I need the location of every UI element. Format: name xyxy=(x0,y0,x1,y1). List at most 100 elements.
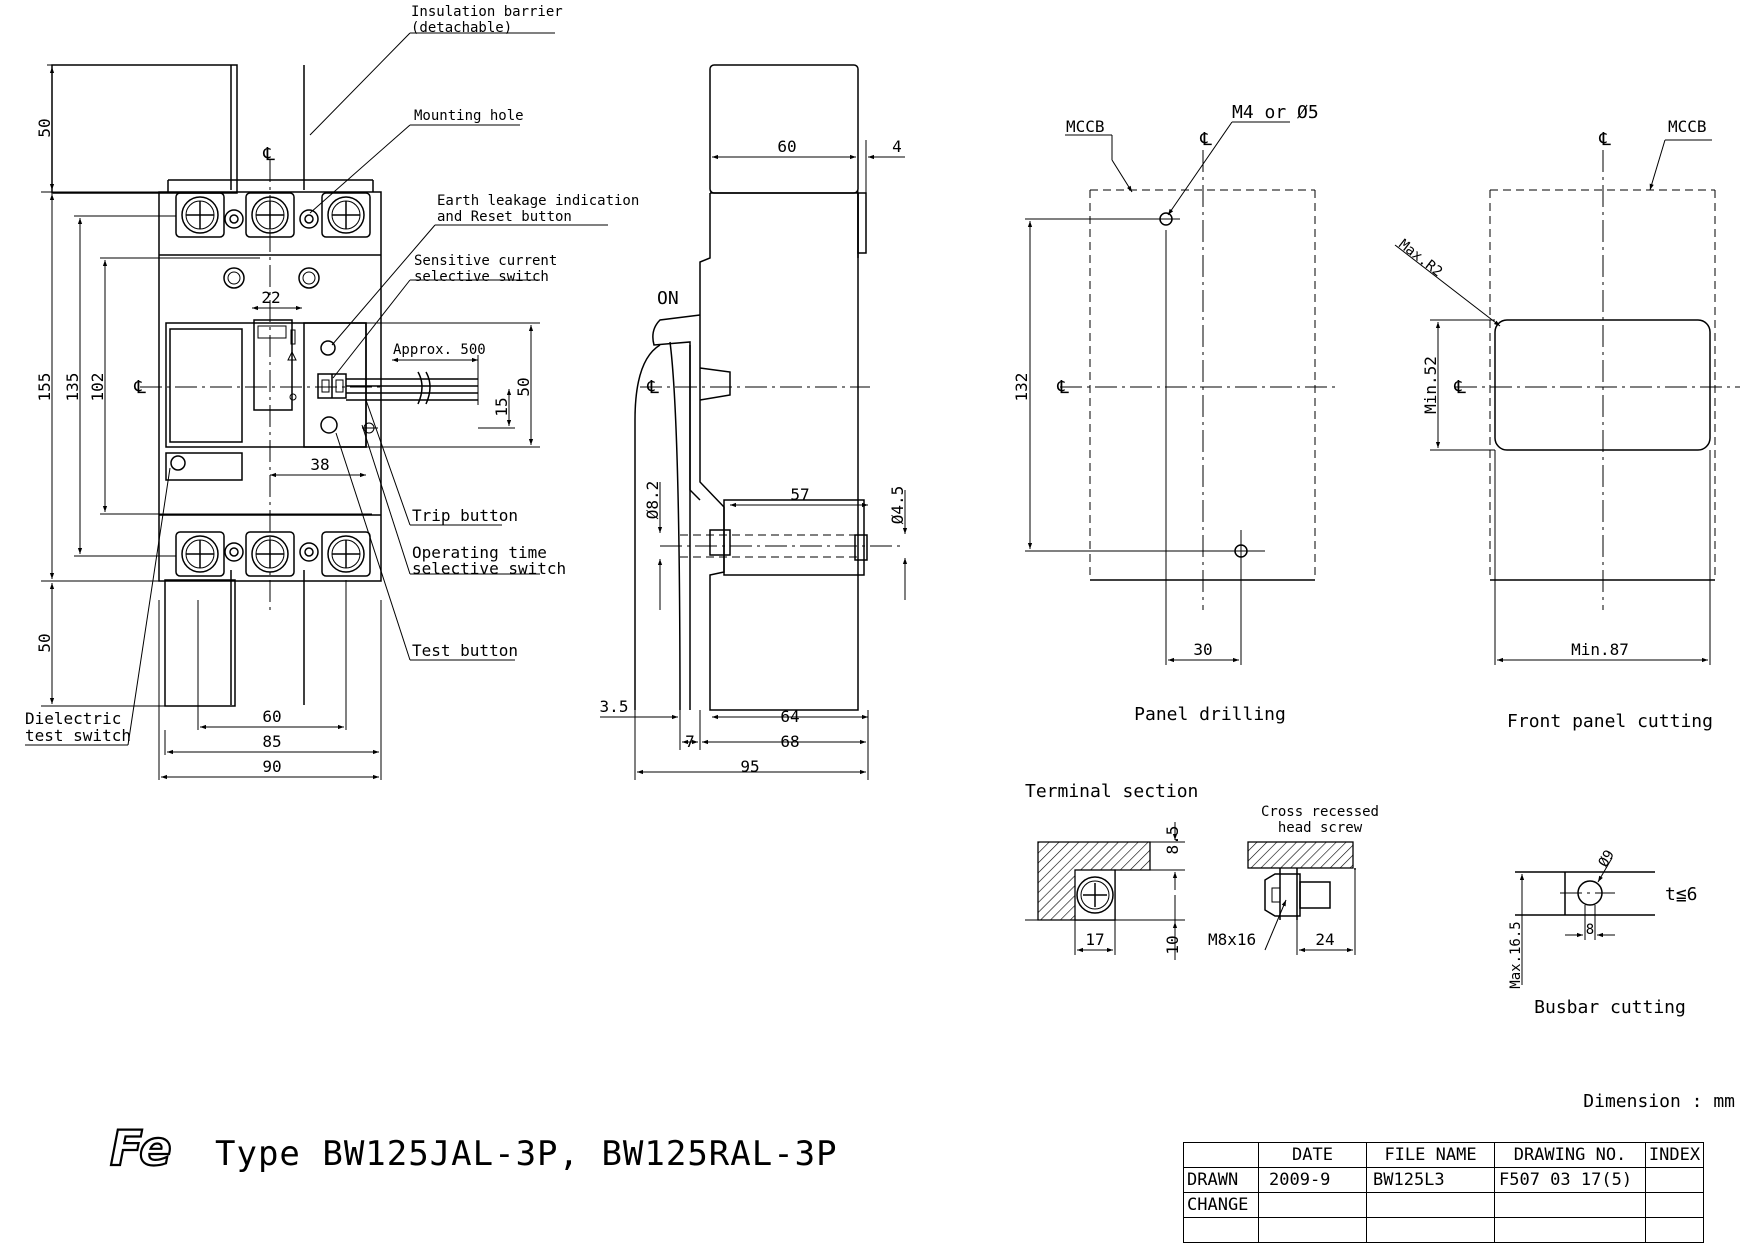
centerline-mark-cut-v: ℄ xyxy=(1598,129,1611,150)
label-earth-leakage: Earth leakage indication xyxy=(437,193,639,209)
label-m4: M4 or Ø5 xyxy=(1232,102,1319,123)
table-cell: 2009-9 xyxy=(1258,1167,1367,1193)
table-cell: DRAWN xyxy=(1183,1167,1259,1193)
label-panel-drilling: Panel drilling xyxy=(1134,704,1286,725)
dim-9: Ø9 xyxy=(1596,847,1618,870)
terminal-section: Terminal section 8.5 10 17 24 M8x16 Cros… xyxy=(1025,781,1379,960)
table-cell xyxy=(1494,1192,1646,1218)
terminal-screws-top xyxy=(175,192,371,238)
label-m8x16: M8x16 xyxy=(1208,930,1256,949)
dim-90: 90 xyxy=(262,757,281,776)
dim-30: 30 xyxy=(1193,640,1212,659)
label-sensitive-current: Sensitive current xyxy=(414,253,557,269)
side-dim-95: 95 xyxy=(740,757,759,776)
table-cell: CHANGE xyxy=(1183,1192,1259,1218)
label-on: ON xyxy=(657,288,679,309)
dim-50-bottom: 50 xyxy=(35,633,54,652)
dim-38: 38 xyxy=(310,455,329,474)
label-reset-button: and Reset button xyxy=(437,209,572,225)
front-panel-cutting: ℄ ℄ MCCB Max.R2 Min.52 Min.87 Front pane… xyxy=(1394,117,1740,732)
side-dim-4-5: Ø4.5 xyxy=(888,486,907,525)
label-t6: t≦6 xyxy=(1665,884,1698,905)
table-cell xyxy=(1183,1217,1259,1243)
label-mccb-drill: MCCB xyxy=(1066,117,1105,136)
dim-50-right: 50 xyxy=(514,377,533,396)
table-cell xyxy=(1494,1217,1646,1243)
label-mounting-hole: Mounting hole xyxy=(414,108,524,124)
table-row: CHANGE xyxy=(1183,1192,1704,1218)
label-max-r2: Max.R2 xyxy=(1396,237,1446,281)
unit-note: Dimension : mm xyxy=(1583,1091,1735,1112)
test-button-shape xyxy=(320,416,338,434)
side-dim-3-5: 3.5 xyxy=(600,697,629,716)
centerline-mark-front-h: ℄ xyxy=(133,377,146,398)
label-front-panel-cutting: Front panel cutting xyxy=(1507,711,1713,732)
table-header-index: INDEX xyxy=(1645,1142,1704,1168)
table-header-date: DATE xyxy=(1258,1142,1367,1168)
label-selective-switch: selective switch xyxy=(414,269,549,285)
dim-17: 17 xyxy=(1085,930,1104,949)
table-row: DRAWN 2009-9 BW125L3 F507 03 17(5) xyxy=(1183,1167,1704,1193)
table-cell xyxy=(1366,1217,1495,1243)
label-busbar-cutting: Busbar cutting xyxy=(1534,997,1686,1018)
table-cell xyxy=(1366,1192,1495,1218)
dim-132: 132 xyxy=(1012,373,1031,402)
centerline-mark-front: ℄ xyxy=(262,144,275,165)
label-trip-button: Trip button xyxy=(412,506,518,525)
side-dim-68: 68 xyxy=(780,732,799,751)
name-window xyxy=(169,328,243,443)
drawing-title: Type BW125JAL-3P, BW125RAL-3P xyxy=(215,1134,838,1174)
handle xyxy=(253,319,293,411)
table-cell: BW125L3 xyxy=(1366,1167,1495,1193)
title-block: Dimension : mm Fe Type BW125JAL-3P, BW12… xyxy=(109,1091,1735,1178)
table-cell xyxy=(1645,1192,1704,1218)
dielectric-switch xyxy=(165,452,243,481)
terminal-screws-bottom xyxy=(175,531,371,577)
front-view: ℄ ℄ 50 155 135 102 xyxy=(25,4,639,780)
table-cell xyxy=(1645,1167,1704,1193)
busbar-cutting: Ø9 8 Max.16.5 t≦6 Busbar cutting xyxy=(1508,847,1698,1018)
table-cell xyxy=(1183,1142,1259,1168)
centerline-mark-drill-h: ℄ xyxy=(1056,377,1069,398)
dim-15: 15 xyxy=(492,397,511,416)
label-cross-recessed: Cross recessed xyxy=(1261,804,1379,820)
side-view: ℄ ON 60 4 57 Ø8.2 Ø4.5 3.5 64 7 68 95 xyxy=(600,64,908,780)
side-dim-8-2: Ø8.2 xyxy=(643,481,662,520)
label-test-switch: test switch xyxy=(25,726,131,745)
label-detachable: (detachable) xyxy=(411,20,512,36)
dim-min87: Min.87 xyxy=(1571,640,1629,659)
centerline-mark-cut-h: ℄ xyxy=(1453,377,1466,398)
table-cell: F507 03 17(5) xyxy=(1494,1167,1646,1193)
dim-85: 85 xyxy=(262,732,281,751)
dim-60: 60 xyxy=(262,707,281,726)
dim-50-top: 50 xyxy=(35,118,54,137)
dim-10: 10 xyxy=(1163,935,1182,954)
dim-max16-5: Max.16.5 xyxy=(1508,921,1524,988)
table-cell xyxy=(1645,1217,1704,1243)
side-dim-57: 57 xyxy=(790,485,809,504)
label-mccb-cut: MCCB xyxy=(1668,117,1707,136)
reset-button xyxy=(320,340,336,356)
dim-22: 22 xyxy=(261,288,280,307)
centerline-mark-drill-v: ℄ xyxy=(1199,129,1212,150)
panel-drilling: ℄ ℄ MCCB M4 or Ø5 132 30 Panel drilling xyxy=(1012,102,1340,725)
dim-8-5: 8.5 xyxy=(1163,826,1182,855)
label-dielectric: Dielectric xyxy=(25,709,121,728)
side-dim-64: 64 xyxy=(780,707,799,726)
side-dim-7: 7 xyxy=(685,732,695,751)
centerline-mark-side: ℄ xyxy=(646,377,659,398)
label-head-screw: head screw xyxy=(1278,820,1363,836)
insulation-barrier-top xyxy=(51,64,238,194)
table-header-file-name: FILE NAME xyxy=(1366,1142,1495,1168)
dim-155: 155 xyxy=(35,373,54,402)
insulation-barrier-bottom xyxy=(164,579,236,707)
label-terminal-section: Terminal section xyxy=(1025,781,1198,802)
dim-135: 135 xyxy=(63,373,82,402)
dim-24: 24 xyxy=(1315,930,1334,949)
label-insulation-barrier: Insulation barrier xyxy=(411,4,563,20)
fe-logo-text: Fe xyxy=(110,1121,172,1177)
label-approx-500: Approx. 500 xyxy=(393,342,486,358)
label-operating-time: Operating time xyxy=(412,543,547,562)
dim-102: 102 xyxy=(88,373,107,402)
